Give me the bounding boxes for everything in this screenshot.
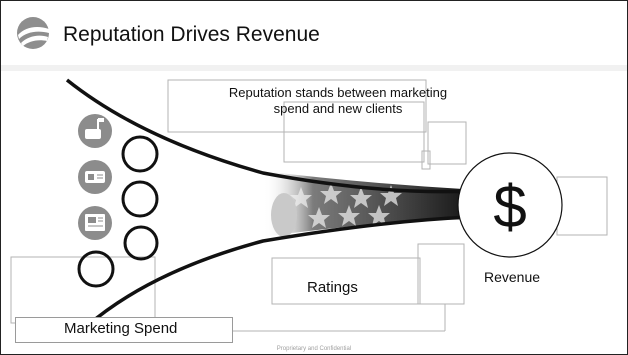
open-circle [121,135,159,173]
ratings-label: Ratings [307,279,358,296]
marketing-spend-label: Marketing Spend [64,320,178,337]
funnel-top-curve [65,78,472,194]
brand-logo-icon [17,17,49,49]
open-circle [123,225,159,261]
mailbox-icon [78,114,112,148]
callout-text: Reputation stands between marketing spen… [228,85,448,116]
radio-icon [78,160,112,194]
open-circle [77,250,115,288]
dollar-sign: $ [493,173,526,240]
slide-title: Reputation Drives Revenue [63,23,320,46]
revenue-label: Revenue [484,269,541,285]
slide-header: Reputation Drives Revenue [1,1,627,66]
revenue-circle [457,152,563,258]
newspaper-icon [78,206,112,240]
open-circles [77,135,159,288]
footer-note: Proprietary and Confidential [276,346,352,352]
crowd-photo [263,171,463,237]
header-divider [1,65,627,71]
open-circle [121,180,159,218]
funnel-bottom-curve [85,215,472,328]
marketing-spend-box: Marketing Spend [15,317,233,343]
